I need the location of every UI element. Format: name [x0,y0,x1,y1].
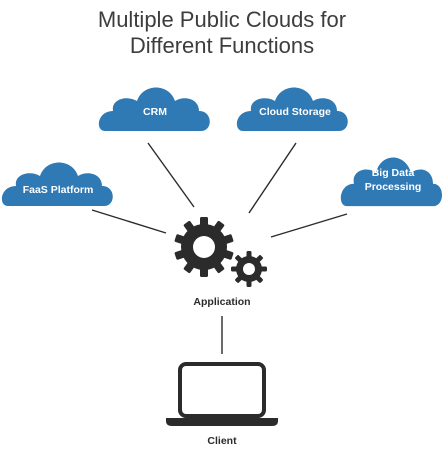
laptop-base [166,418,278,426]
application-label: Application [193,296,250,308]
connector-bigdata-to-app [270,213,348,238]
cloud-label-faas-platform: FaaS Platform [23,184,94,196]
large-gear-hole [193,236,215,258]
gears-icon [174,217,267,287]
small-gear-icon [231,251,267,287]
cloud-shape [1,162,113,206]
cloud-label-cloud-storage: Cloud Storage [259,106,331,118]
laptop-screen [178,362,266,418]
connector-faas-to-app [91,209,167,234]
connector-crm-to-app [147,142,195,208]
cloud-big-data-processing [340,157,442,207]
cloud-faas-platform: FaaS Platform [1,162,113,206]
laptop-icon [166,362,278,426]
large-gear-icon [174,217,234,277]
connector-storage-to-app [248,142,297,214]
small-gear-hole [243,263,255,275]
cloud-shape [340,157,442,207]
diagram-title-line-2: Different Functions [130,33,314,58]
cloud-crm: CRM [98,87,210,131]
cloud-label-big-data-line-1: Big Data [372,167,415,179]
client-label: Client [207,435,237,447]
cloud-cloud-storage: Cloud Storage [236,87,348,131]
diagram-title-line-1: Multiple Public Clouds for [98,7,346,32]
cloud-label-crm: CRM [143,106,167,118]
cloud-shape [98,87,210,131]
cloud-shape [236,87,348,131]
cloud-label-big-data-line-2: Processing [365,181,422,193]
